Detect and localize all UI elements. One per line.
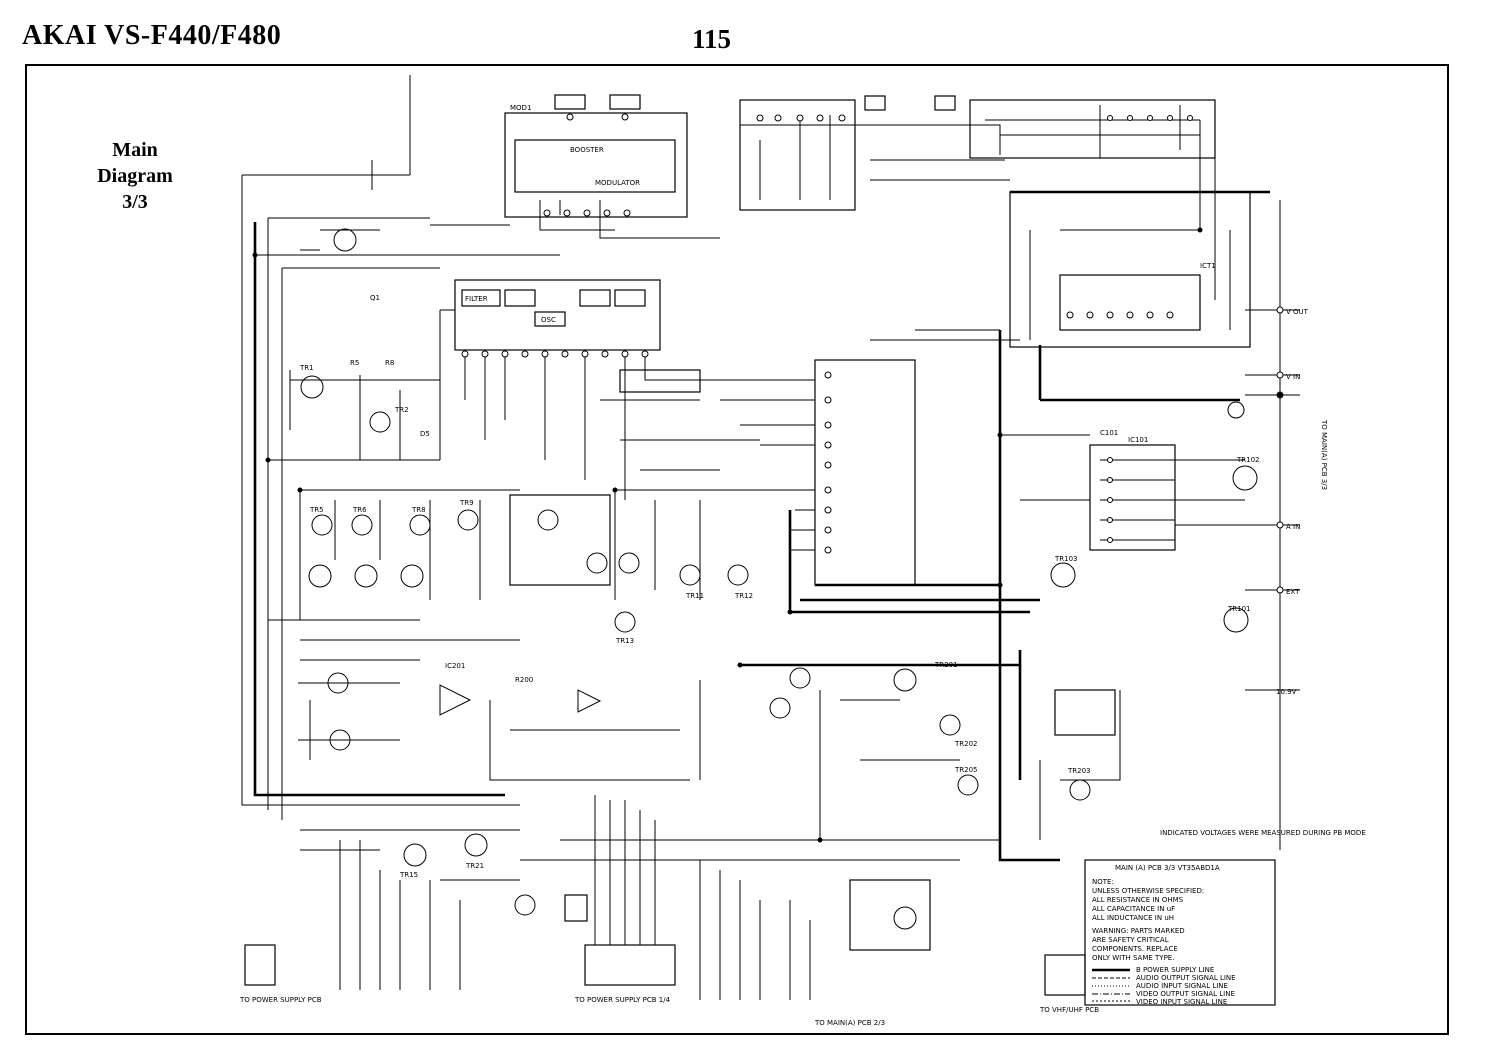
ref-tr8: TR8 — [411, 506, 426, 514]
to-main-label: TO MAIN(A) PCB 3/3 — [1320, 419, 1328, 490]
ref-r5: R5 — [350, 359, 359, 367]
lower-amp-cluster — [439, 650, 1121, 862]
right-terminals: V OUT V IN A IN EXT 10.9V TO MAIN(A) PCB… — [1245, 200, 1328, 850]
modulator-label: MODULATOR — [595, 179, 640, 187]
ref-tr6: TR6 — [352, 506, 367, 514]
ref-q1: Q1 — [370, 294, 380, 302]
mod-label: MOD1 — [510, 104, 531, 112]
warning-line-4: ONLY WITH SAME TYPE. — [1092, 954, 1174, 962]
ref-tr2: TR2 — [394, 406, 409, 414]
ref-tr203: TR203 — [1067, 767, 1091, 775]
ref-ic101: IC101 — [1128, 436, 1148, 444]
caption-line-part: 3/3 — [122, 191, 148, 213]
legend-line-1: B POWER SUPPLY LINE — [1136, 966, 1214, 974]
v-out-label: V OUT — [1286, 308, 1309, 316]
bottom-left-connectors: TO POWER SUPPLY PCB — [239, 795, 676, 1004]
ref-r8: R8 — [385, 359, 394, 367]
legend-block: MAIN (A) PCB 3/3 VT35ABD1A NOTE: UNLESS … — [1039, 829, 1366, 1014]
diagram-caption: Main Diagram 3/3 — [90, 137, 180, 215]
a-in-label: A IN — [1286, 523, 1300, 531]
bottom-center-connectors: TO MAIN(A) PCB 2/3 TO POWER SUPPLY PCB 1… — [520, 839, 1000, 1027]
to-power-label: TO POWER SUPPLY PCB — [239, 996, 322, 1004]
ref-tr5: TR5 — [309, 506, 324, 514]
ref-tr205: TR205 — [954, 766, 978, 774]
ref-tr102: TR102 — [1236, 456, 1260, 464]
filter-ic: FILTER OSC — [439, 279, 700, 500]
video-switch-block — [739, 95, 1216, 300]
right-ic — [1000, 345, 1258, 633]
note-line-2: UNLESS OTHERWISE SPECIFIED: — [1092, 887, 1204, 895]
center-ic — [700, 329, 1040, 650]
tuner-ic-label: ICT1 — [1200, 262, 1216, 270]
to-main-bottom-label: TO MAIN(A) PCB 2/3 — [814, 1019, 885, 1027]
schematic-frame — [25, 64, 1449, 1035]
legend-line-4: VIDEO OUTPUT SIGNAL LINE — [1136, 990, 1235, 998]
osc-label: OSC — [541, 316, 556, 324]
legend-line-2: AUDIO OUTPUT SIGNAL LINE — [1136, 974, 1236, 982]
ref-tr12: TR12 — [734, 592, 753, 600]
note-line-3: ALL RESISTANCE IN OHMS — [1092, 896, 1184, 904]
tuner-block: ICT1 — [1009, 190, 1270, 348]
middle-signal-cluster — [509, 369, 790, 633]
voltage-10-9-label: 10.9V — [1276, 688, 1297, 696]
warning-line-3: COMPONENTS. REPLACE — [1092, 945, 1178, 953]
ref-tr101: TR101 — [1227, 605, 1251, 613]
legend-line-5: VIDEO INPUT SIGNAL LINE — [1136, 998, 1227, 1006]
mode-note: INDICATED VOLTAGES WERE MEASURED DURING … — [1160, 829, 1366, 837]
legend-line-3: AUDIO INPUT SIGNAL LINE — [1136, 982, 1228, 990]
page-number: 115 — [692, 24, 732, 54]
junction-dots — [252, 227, 1283, 843]
ref-tr13: TR13 — [615, 637, 634, 645]
left-transistors — [289, 228, 520, 760]
ref-tr201: TR201 — [934, 661, 958, 669]
note-line-4: ALL CAPACITANCE IN uF — [1092, 905, 1175, 913]
ref-d5: D5 — [420, 430, 430, 438]
main-rails — [241, 174, 560, 820]
warning-line-2: ARE SAFETY CRITICAL — [1092, 936, 1169, 944]
booster-label: BOOSTER — [570, 146, 604, 154]
caption-line-diagram: Diagram — [97, 165, 173, 187]
ref-ic201: IC201 — [445, 662, 465, 670]
ref-tr103: TR103 — [1054, 555, 1078, 563]
ref-tr15: TR15 — [399, 871, 418, 879]
filter-label: FILTER — [465, 295, 488, 303]
ref-tr9: TR9 — [459, 499, 474, 507]
ref-tr1: TR1 — [299, 364, 314, 372]
to-power-supply-label: TO POWER SUPPLY PCB 1/4 — [574, 996, 671, 1004]
note-line-5: ALL INDUCTANCE IN uH — [1092, 914, 1174, 922]
document-title: AKAI VS-F440/F480 — [22, 20, 282, 51]
modulator-block: MOD1 BOOSTER MODULATOR — [371, 75, 720, 239]
legend-title: MAIN (A) PCB 3/3 VT35ABD1A — [1115, 864, 1220, 872]
v-in-label: V IN — [1286, 373, 1300, 381]
caption-line-main: Main — [112, 139, 158, 161]
ref-r200: R200 — [515, 676, 533, 684]
warning-line-1: WARNING: PARTS MARKED — [1092, 927, 1185, 935]
ref-tr202: TR202 — [954, 740, 978, 748]
ref-c101: C101 — [1100, 429, 1118, 437]
ref-tr11: TR11 — [685, 592, 704, 600]
to-vhf-label: TO VHF/UHF PCB — [1039, 1006, 1099, 1014]
note-line-1: NOTE: — [1092, 878, 1114, 886]
component-refs: TR1 TR2 TR5 TR6 TR8 TR9 TR11 TR12 TR13 T… — [299, 294, 1260, 879]
ref-tr21: TR21 — [465, 862, 484, 870]
ext-label: EXT — [1286, 588, 1300, 596]
